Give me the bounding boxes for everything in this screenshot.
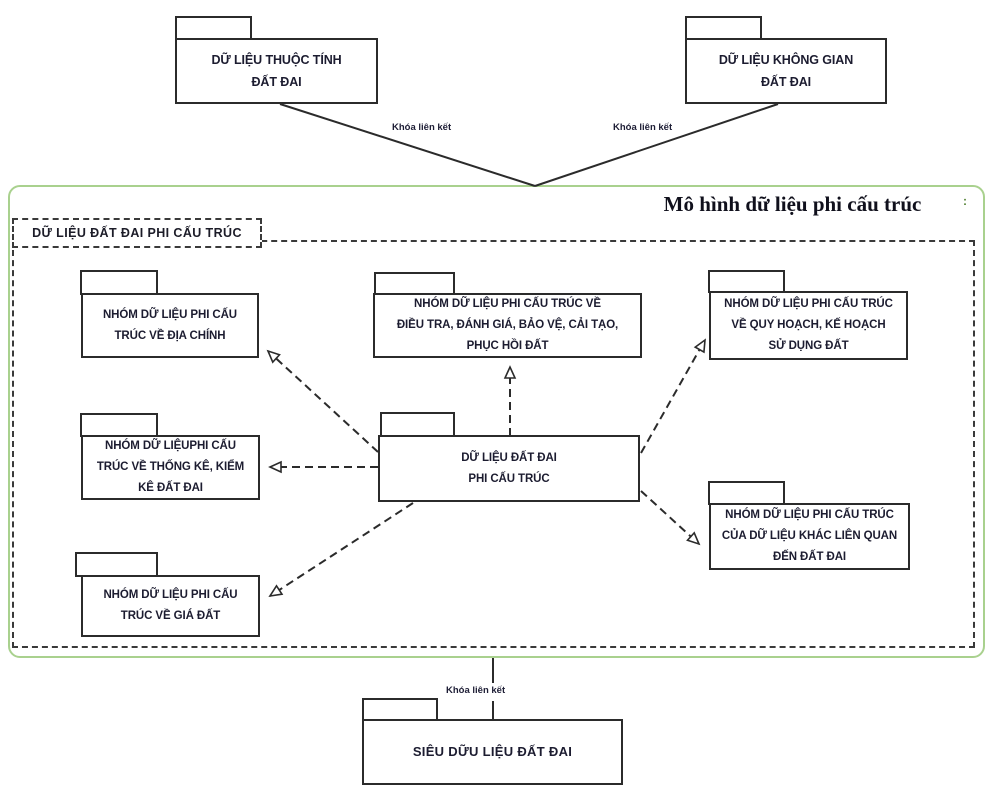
package-tab <box>685 16 762 40</box>
link-label-right: Khóa liên kết <box>611 122 675 133</box>
region-label-box: DỮ LIỆU ĐẤT ĐAI PHI CẤU TRÚC <box>12 218 262 248</box>
package-label: NHÓM DỮ LIỆU PHI CẤU TRÚC VỀ GIÁ ĐẤT <box>103 589 238 622</box>
package-land-price: NHÓM DỮ LIỆU PHI CẤU TRÚC VỀ GIÁ ĐẤT <box>81 575 260 637</box>
package-tab <box>708 270 785 293</box>
package-label: NHÓM DỮ LIỆU PHI CẤU TRÚC VỀ ĐIỀU TRA, Đ… <box>396 298 619 352</box>
package-label: NHÓM DỮ LIỆU PHI CẤU TRÚC VỀ QUY HOẠCH, … <box>724 298 893 352</box>
package-tab <box>708 481 785 505</box>
package-tab <box>75 552 158 577</box>
link-label-left: Khóa liên kết <box>390 122 454 133</box>
package-survey-assess: NHÓM DỮ LIỆU PHI CẤU TRÚC VỀ ĐIỀU TRA, Đ… <box>373 293 642 358</box>
package-spatial-data: DỮ LIỆU KHÔNG GIAN ĐẤT ĐAI <box>685 38 887 104</box>
edge-spatial-to-frame <box>534 103 779 187</box>
package-tab <box>80 413 158 437</box>
package-tab <box>80 270 158 295</box>
package-tab <box>374 272 455 295</box>
package-statistics: NHÓM DỮ LIỆUPHI CẤU TRÚC VỀ THỐNG KÊ, KI… <box>81 435 260 500</box>
package-tab <box>380 412 455 437</box>
package-tab <box>362 698 438 721</box>
corner-mark: : <box>963 194 967 208</box>
frame-title: Mô hình dữ liệu phi cấu trúc <box>663 192 922 216</box>
package-metadata: SIÊU DỮU LIỆU ĐẤT ĐAI <box>362 719 623 785</box>
region-label: DỮ LIỆU ĐẤT ĐAI PHI CẤU TRÚC <box>32 226 242 240</box>
package-label: SIÊU DỮU LIỆU ĐẤT ĐAI <box>412 744 573 760</box>
package-label: DỮ LIỆU ĐẤT ĐAI PHI CẤU TRÚC <box>461 451 557 485</box>
package-label: DỮ LIỆU THUỘC TÍNH ĐẤT ĐAI <box>211 52 342 89</box>
package-attribute-data: DỮ LIỆU THUỘC TÍNH ĐẤT ĐAI <box>175 38 378 104</box>
dashed-region <box>12 240 975 648</box>
package-tab <box>175 16 252 40</box>
package-unstructured-center: DỮ LIỆU ĐẤT ĐAI PHI CẤU TRÚC <box>378 435 640 502</box>
link-label-bottom: Khóa liên kết <box>444 685 508 696</box>
package-other-related: NHÓM DỮ LIỆU PHI CẤU TRÚC CỦA DỮ LIỆU KH… <box>709 503 910 570</box>
package-cadastral: NHÓM DỮ LIỆU PHI CẤU TRÚC VỀ ĐỊA CHÍNH <box>81 293 259 358</box>
package-label: NHÓM DỮ LIỆU PHI CẤU TRÚC CỦA DỮ LIỆU KH… <box>721 509 898 563</box>
package-label: DỮ LIỆU KHÔNG GIAN ĐẤT ĐAI <box>718 52 854 89</box>
package-label: NHÓM DỮ LIỆU PHI CẤU TRÚC VỀ ĐỊA CHÍNH <box>102 308 238 342</box>
edge-attribute-to-frame <box>279 103 536 187</box>
package-label: NHÓM DỮ LIỆUPHI CẤU TRÚC VỀ THỐNG KÊ, KI… <box>96 440 245 494</box>
package-planning: NHÓM DỮ LIỆU PHI CẤU TRÚC VỀ QUY HOẠCH, … <box>709 291 908 360</box>
